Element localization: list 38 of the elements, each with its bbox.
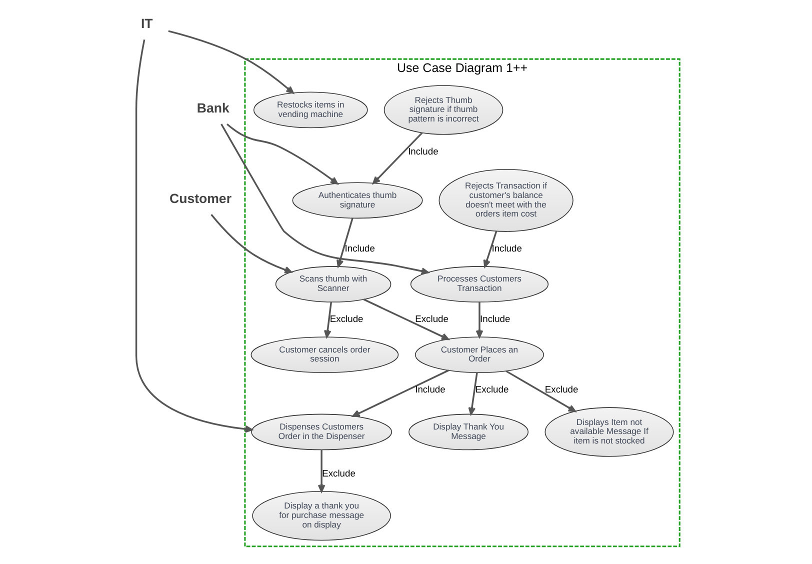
arrow — [506, 370, 576, 412]
edge-label: Include — [415, 384, 446, 394]
edge-label: Include — [480, 314, 510, 324]
node-ellipse: Display a thank you for purchase message on display — [252, 491, 391, 541]
arrow — [226, 123, 338, 184]
edge-label: Include — [492, 243, 522, 254]
arrow — [318, 450, 326, 492]
node-ellipse: Rejects Transaction if customer's balance doesn't meet with the orders item cost — [438, 168, 574, 232]
arrow — [324, 302, 332, 338]
arrow — [210, 214, 292, 274]
edge-label: Exclude — [330, 314, 364, 324]
node-ellipse: Customer Places an Order — [414, 336, 544, 373]
arrow — [168, 30, 294, 94]
edge-label: Include — [344, 243, 375, 254]
edge-label: Exclude — [544, 384, 578, 394]
arrow — [483, 230, 498, 268]
arrow — [336, 218, 354, 268]
node-text: IT — [140, 16, 153, 31]
node-ellipse: Authenticates thumb signature — [292, 182, 423, 219]
arrow — [363, 298, 450, 340]
edge-label: Exclude — [322, 468, 356, 478]
arrow — [135, 39, 253, 433]
node-ellipse: Rejects Thumb signature if thumb pattern is incorrect — [384, 85, 504, 135]
node-ellipse: Dispenses Customers Order in the Dispenser — [251, 414, 392, 450]
node-ellipse: Display Thank You Message — [408, 414, 529, 450]
edge-label: Exclude — [475, 384, 509, 394]
node-ellipse: Customer cancels order session — [250, 336, 399, 373]
arrow — [476, 302, 484, 338]
arrow — [372, 132, 423, 184]
arrow — [220, 124, 429, 275]
arrow — [352, 370, 450, 417]
edge-label: Include — [408, 146, 438, 156]
arrow — [468, 372, 478, 415]
node-text: Bank — [196, 100, 230, 116]
node-text: Customer — [170, 190, 232, 206]
node-ellipse: Restocks items in vending machine — [253, 92, 368, 128]
edge-label: Exclude — [415, 314, 448, 324]
node-ellipse: Displays Item not available Message If item is not stocked — [544, 407, 674, 457]
